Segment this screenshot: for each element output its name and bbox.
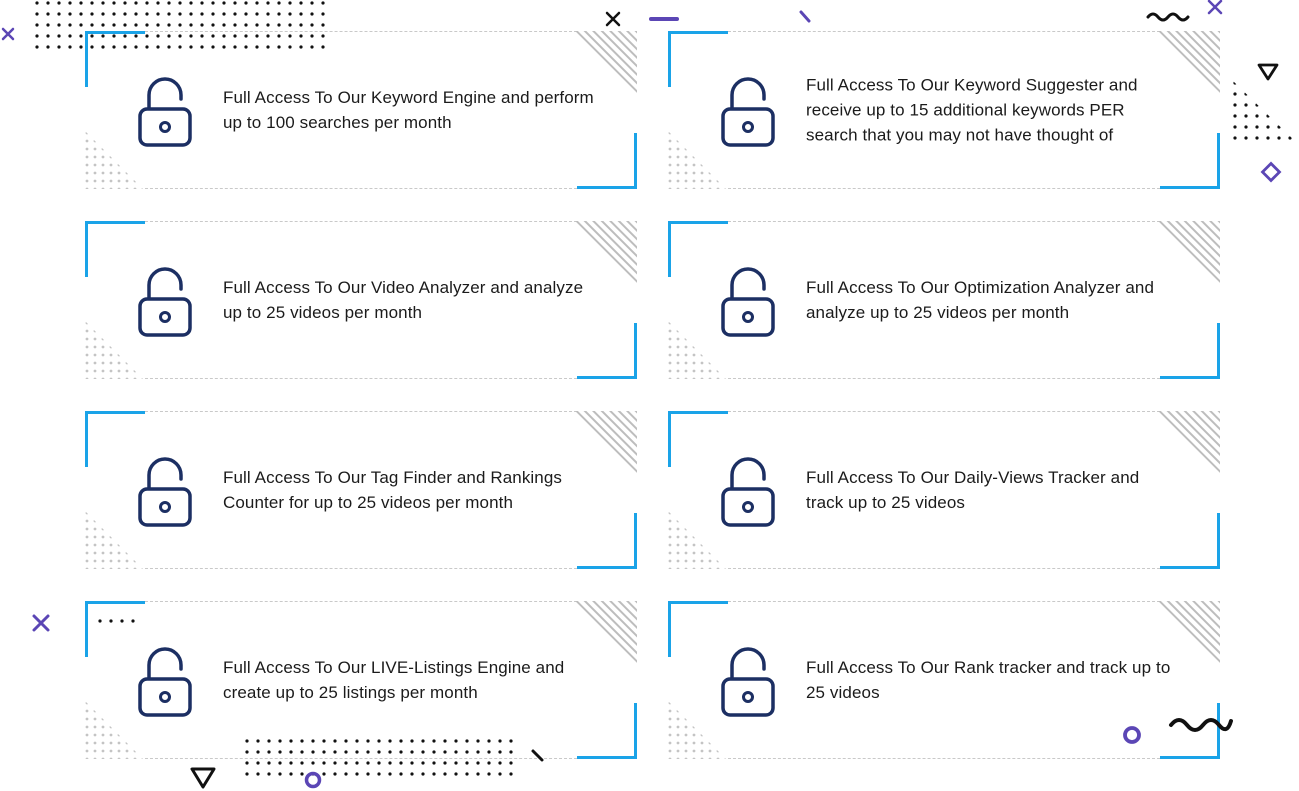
feature-text: Full Access To Our Optimization Analyzer… xyxy=(806,278,1155,322)
feature-text: Full Access To Our Rank tracker and trac… xyxy=(806,658,1171,702)
dotted-corner-decoration xyxy=(85,131,143,189)
triangle-outline-icon xyxy=(1257,63,1279,81)
cross-icon xyxy=(1,27,15,41)
padlock-open-icon xyxy=(137,75,193,147)
card-frame xyxy=(668,411,1220,569)
feature-card-tag-finder: Full Access To Our Tag Finder and Rankin… xyxy=(85,411,637,569)
dot-grid-decoration xyxy=(34,0,330,52)
padlock-open-icon xyxy=(137,645,193,717)
ring-icon xyxy=(304,771,322,789)
hatch-corner-decoration xyxy=(575,221,637,283)
dot-grid-decoration xyxy=(244,738,520,782)
padlock-open-icon xyxy=(137,265,193,337)
cross-icon xyxy=(32,614,50,632)
ring-icon xyxy=(1123,726,1141,744)
dotted-corner-decoration xyxy=(85,701,143,759)
card-frame xyxy=(85,221,637,379)
feature-card-keyword-engine: Full Access To Our Keyword Engine and pe… xyxy=(85,31,637,189)
feature-text: Full Access To Our Keyword Engine and pe… xyxy=(223,88,594,132)
dots-row-decoration xyxy=(98,619,135,623)
feature-card-keyword-suggester: Full Access To Our Keyword Suggester and… xyxy=(668,31,1220,189)
dotted-corner-decoration xyxy=(668,701,726,759)
card-frame xyxy=(668,601,1220,759)
padlock-open-icon xyxy=(720,455,776,527)
slash-decoration xyxy=(531,749,544,762)
hatch-corner-decoration xyxy=(575,601,637,663)
cross-icon xyxy=(605,11,621,27)
diamond-outline-icon xyxy=(1260,161,1282,183)
padlock-open-icon xyxy=(720,265,776,337)
feature-card-optimization-analyzer: Full Access To Our Optimization Analyzer… xyxy=(668,221,1220,379)
cross-icon xyxy=(1207,0,1223,15)
padlock-open-icon xyxy=(720,75,776,147)
card-frame xyxy=(85,31,637,189)
card-frame xyxy=(668,31,1220,189)
dotted-corner-decoration xyxy=(668,511,726,569)
triangle-outline-icon xyxy=(190,767,216,789)
slash-decoration xyxy=(799,10,811,23)
hatch-corner-decoration xyxy=(575,31,637,93)
padlock-open-icon xyxy=(137,455,193,527)
card-frame xyxy=(668,221,1220,379)
hatch-corner-decoration xyxy=(575,411,637,473)
feature-card-video-analyzer: Full Access To Our Video Analyzer and an… xyxy=(85,221,637,379)
hatch-corner-decoration xyxy=(1158,221,1220,283)
feature-text: Full Access To Our LIVE-Listings Engine … xyxy=(223,658,565,702)
hatch-corner-decoration xyxy=(1158,31,1220,93)
hatch-corner-decoration xyxy=(1158,601,1220,663)
dotted-corner-decoration xyxy=(668,321,726,379)
dotted-corner-decoration xyxy=(85,511,143,569)
squiggle-decoration xyxy=(1169,718,1233,732)
dotted-corner-decoration xyxy=(85,321,143,379)
feature-text: Full Access To Our Daily-Views Tracker a… xyxy=(806,468,1140,512)
feature-card-daily-views-tracker: Full Access To Our Daily-Views Tracker a… xyxy=(668,411,1220,569)
dash-decoration xyxy=(649,17,679,21)
card-frame xyxy=(85,411,637,569)
hatch-corner-decoration xyxy=(1158,411,1220,473)
padlock-open-icon xyxy=(720,645,776,717)
feature-card-rank-tracker: Full Access To Our Rank tracker and trac… xyxy=(668,601,1220,759)
feature-text: Full Access To Our Tag Finder and Rankin… xyxy=(223,468,563,512)
feature-text: Full Access To Our Video Analyzer and an… xyxy=(223,278,584,322)
feature-card-live-listings-engine: Full Access To Our LIVE-Listings Engine … xyxy=(85,601,637,759)
squiggle-decoration xyxy=(1146,12,1190,22)
dotted-corner-decoration xyxy=(668,131,726,189)
dot-triangle-decoration xyxy=(1232,80,1298,144)
feature-text: Full Access To Our Keyword Suggester and… xyxy=(806,75,1138,145)
